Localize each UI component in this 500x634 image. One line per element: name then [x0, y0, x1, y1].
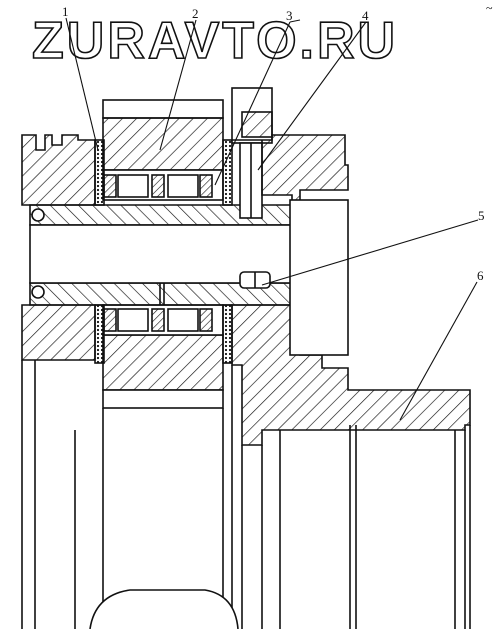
svg-text:ZURAVTO.RU: ZURAVTO.RU: [32, 12, 398, 70]
callout-4: 4: [362, 8, 369, 23]
watermark-text: ZURAVTO.RU: [31, 11, 398, 71]
outer-roller-upper: [102, 99, 224, 171]
drum-rim: [261, 425, 471, 629]
left-housing-upper: [21, 134, 96, 206]
outer-roller-lower: [102, 334, 224, 409]
callout-labels: 1 2 3 4 5 6: [62, 4, 485, 283]
callout-1: 1: [62, 4, 69, 19]
right-housing-lower: [231, 199, 471, 446]
needle-bearing-upper: [102, 169, 224, 201]
callout-2: 2: [192, 6, 199, 21]
callout-3: 3: [286, 8, 293, 23]
leader-lines: [65, 17, 479, 421]
needle-bearing-lower: [102, 304, 224, 336]
callout-5: 5: [478, 208, 485, 223]
callout-6: 6: [477, 268, 484, 283]
lock-pin: [239, 271, 271, 289]
left-housing-lower: [21, 304, 96, 629]
wheel-web: [74, 365, 243, 630]
retainer-bolt: [231, 87, 273, 219]
axle-shaft: [29, 204, 293, 306]
corner-mark: ~: [486, 1, 493, 15]
